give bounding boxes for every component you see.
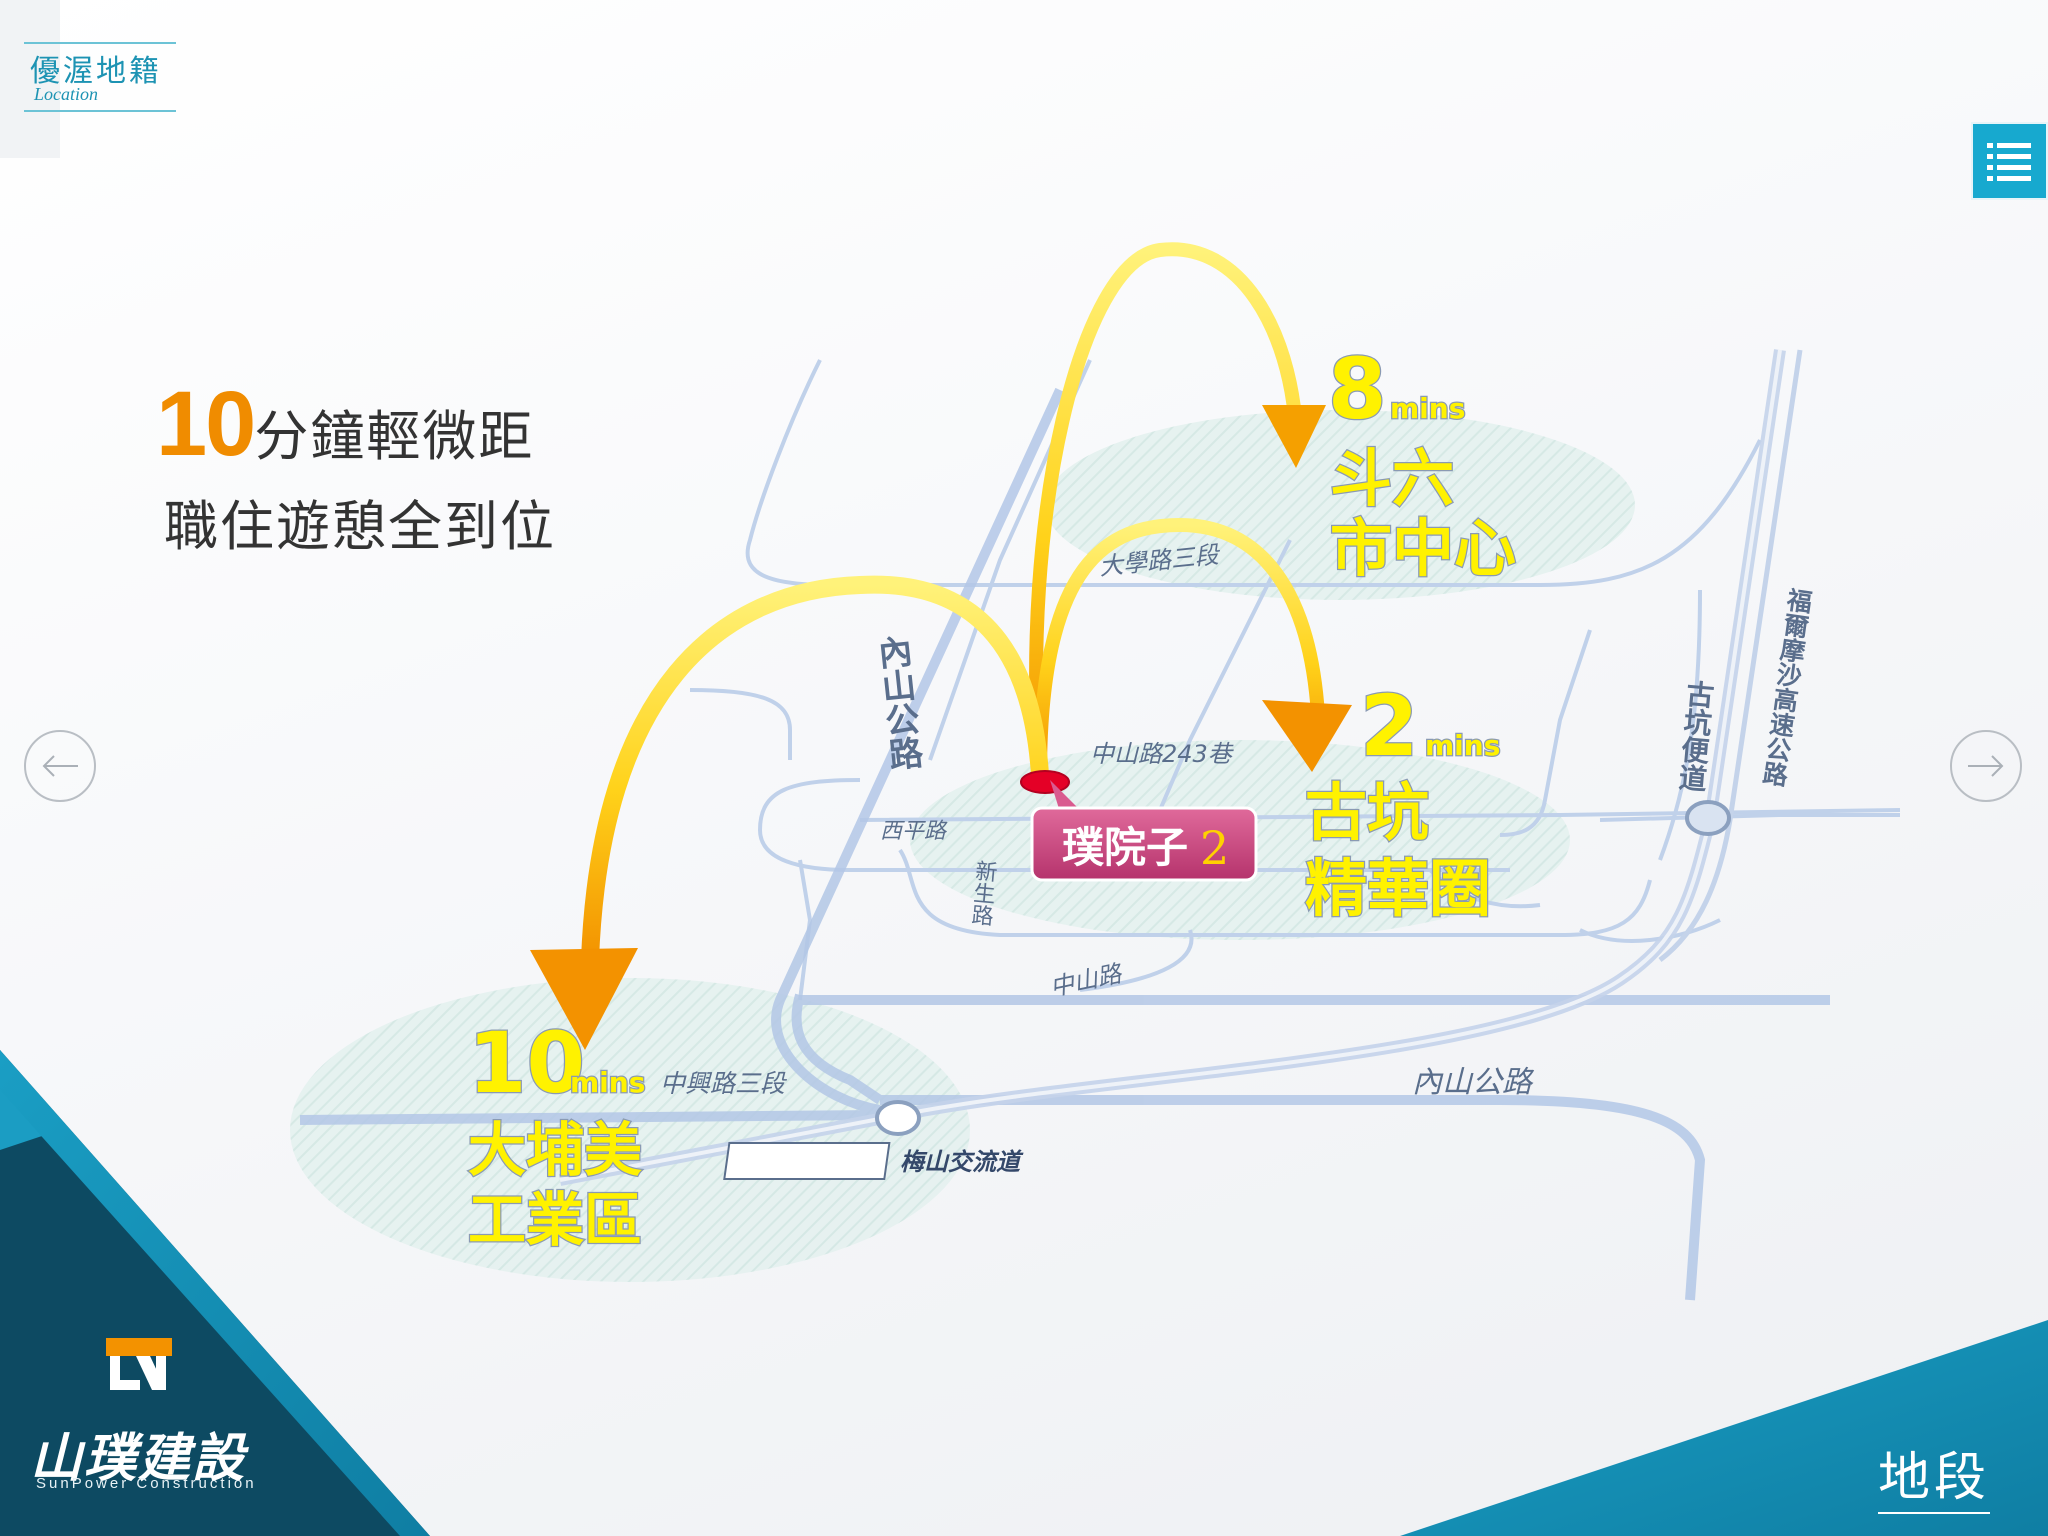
arrowhead-dapumei (530, 948, 638, 1050)
arrow-to-dapumei (581, 575, 1049, 969)
road-network (689, 359, 1901, 1001)
section-label: 地段 (1878, 1435, 1991, 1514)
destination-labels: 8 mins 斗六 市中心 2 mins 古坑 精華圈 10 mins 大埔美 … (467, 339, 1518, 1256)
menu-button[interactable] (1971, 122, 2048, 200)
dapumei-name-line1: 大埔美 (468, 1116, 642, 1184)
gukeng-name-line1: 古坑 (1305, 776, 1429, 849)
arrow-to-douliu (1029, 242, 1303, 782)
dapumei-name-line2: 工業區 (468, 1186, 642, 1254)
dapumei-time-unit: mins (570, 1066, 645, 1099)
travel-arrows (581, 242, 1325, 969)
section-title: 優渥地籍 Location (24, 42, 176, 112)
project-badge (1030, 806, 1258, 882)
main-roads (299, 387, 1830, 1301)
gukeng-time-unit: mins (1425, 729, 1500, 762)
arrow-left-icon (42, 755, 78, 777)
project-number: 2 (1200, 821, 1229, 875)
road-label-gukeng-bypass: 古坑便道 (1674, 678, 1717, 793)
prev-button[interactable] (24, 730, 96, 802)
zone-douliu (1045, 410, 1635, 600)
douliu-name-line1: 斗六 (1330, 442, 1454, 515)
project-name: 璞院子 (1062, 823, 1188, 872)
arrowhead-douliu (1262, 405, 1326, 468)
douliu-name-line2: 市中心 (1330, 512, 1516, 585)
douliu-time-value: 8 (1328, 340, 1386, 438)
bottom-right-panel (1400, 1320, 2048, 1536)
headline-line1: 分鐘輕微距 (254, 405, 535, 468)
meishan-interchange-icon (875, 1100, 921, 1136)
list-menu-icon (1987, 143, 2031, 181)
arrowhead-gukeng (1262, 700, 1352, 772)
freeway-edge (1658, 349, 1803, 962)
road-label-formosa-freeway: 福爾摩沙高速公路 (1758, 586, 1815, 788)
dapumei-time-value: 10 (468, 1014, 585, 1112)
arrow-to-gukeng (1033, 517, 1325, 782)
zone-dapumei (290, 978, 970, 1282)
headline-line2: 職住遊憩全到位 (164, 495, 556, 558)
freeway-centerline (559, 349, 1782, 1182)
bottom-left-edge (0, 1050, 430, 1536)
road-label-xiping: 西平路 (880, 819, 948, 844)
road-label-zhongshan243: 中山路243巷 (1090, 740, 1235, 768)
company-name-zh: 山璞建設 (30, 1428, 247, 1489)
headline: 10分鐘輕微距 職住遊憩全到位 (156, 372, 554, 558)
road-label-xinsheng: 新生路 (967, 859, 999, 927)
next-button[interactable] (1950, 730, 2022, 802)
company-name-en: SunPower Construction (36, 1475, 257, 1492)
project-badge-pointer (1050, 780, 1080, 812)
arrow-right-icon (1968, 755, 2004, 777)
gukeng-name-line2: 精華圈 (1305, 852, 1491, 925)
sunpower-logo (106, 1338, 172, 1390)
section-title-zh: 優渥地籍 (30, 54, 162, 89)
douliu-time-unit: mins (1390, 392, 1465, 425)
road-label-neishan-vertical: 內山公路 (870, 633, 924, 773)
project-location-pin (1020, 770, 1070, 794)
section-title-en: Location (34, 84, 99, 104)
headline-number: 10 (156, 373, 256, 475)
road-label-zhongxing: 中興路三段 (660, 1069, 787, 1098)
gukeng-interchange-icon (1685, 800, 1731, 836)
meishan-interchange-label: 梅山交流道 (900, 1148, 1024, 1176)
section-tag-background (0, 0, 60, 158)
gukeng-time-value: 2 (1360, 677, 1418, 775)
road-label-neishan-bottom: 內山公路 (1412, 1065, 1535, 1100)
meishan-interchange-label-box (723, 1142, 891, 1180)
